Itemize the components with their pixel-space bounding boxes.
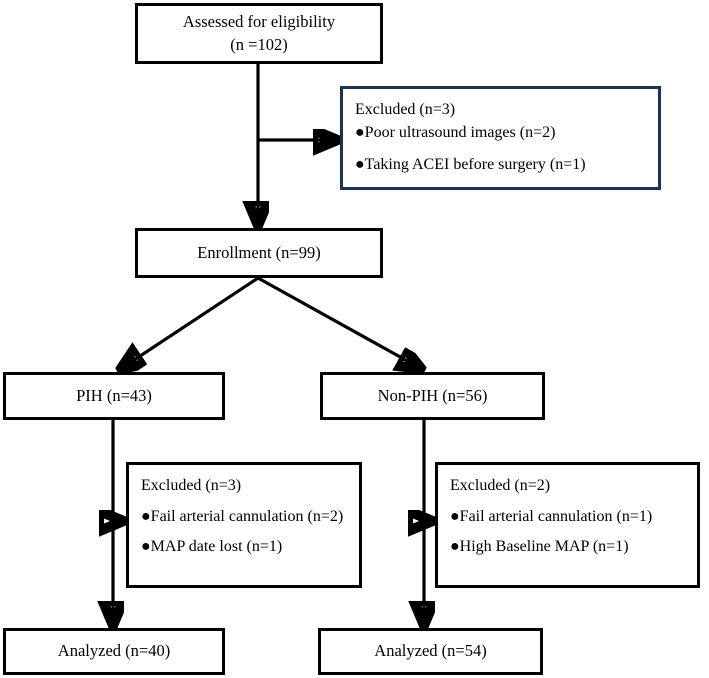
node-excluded-left: Excluded (n=3) ●Fail arterial cannulatio… (126, 462, 362, 588)
node-assessed-for-eligibility: Assessed for eligibility (n =102) (135, 3, 383, 64)
excluded-top-reason-1: ●Poor ultrasound images (n=2) (355, 123, 556, 141)
excluded-right-reason-1: ●Fail arterial cannulation (n=1) (450, 507, 653, 525)
excluded-left-reason-1: ●Fail arterial cannulation (n=2) (141, 507, 344, 525)
node-analyzed-pih: Analyzed (n=40) (3, 628, 225, 675)
node-non-pih: Non-PIH (n=56) (320, 372, 545, 420)
excluded-left-heading: Excluded (n=3) (141, 477, 242, 494)
node-excluded-top: Excluded (n=3) ●Poor ultrasound images (… (340, 86, 661, 190)
pih-label: PIH (n=43) (76, 385, 152, 405)
node-enrollment: Enrollment (n=99) (135, 228, 383, 278)
assessed-title: Assessed for eligibility (182, 12, 336, 32)
excluded-top-reason-2: ●Taking ACEI before surgery (n=1) (355, 156, 586, 174)
excluded-top-heading: Excluded (n=3) (355, 101, 456, 118)
non-pih-label: Non-PIH (n=56) (377, 385, 488, 405)
node-analyzed-non-pih: Analyzed (n=54) (318, 628, 543, 675)
excluded-left-reason-2: ●MAP date lost (n=1) (141, 538, 283, 556)
node-excluded-right: Excluded (n=2) ●Fail arterial cannulatio… (435, 462, 700, 588)
assessed-count: (n =102) (230, 34, 288, 54)
edge-enrollment-to-pih (122, 276, 259, 368)
analyzed-right-label: Analyzed (n=54) (374, 641, 487, 661)
analyzed-left-label: Analyzed (n=40) (57, 641, 171, 661)
node-pih: PIH (n=43) (3, 372, 225, 420)
excluded-right-reason-2: ●High Baseline MAP (n=1) (450, 538, 629, 556)
excluded-right-heading: Excluded (n=2) (450, 477, 551, 494)
enrollment-label: Enrollment (n=99) (197, 242, 321, 262)
edge-enrollment-to-non-pih (257, 276, 420, 368)
